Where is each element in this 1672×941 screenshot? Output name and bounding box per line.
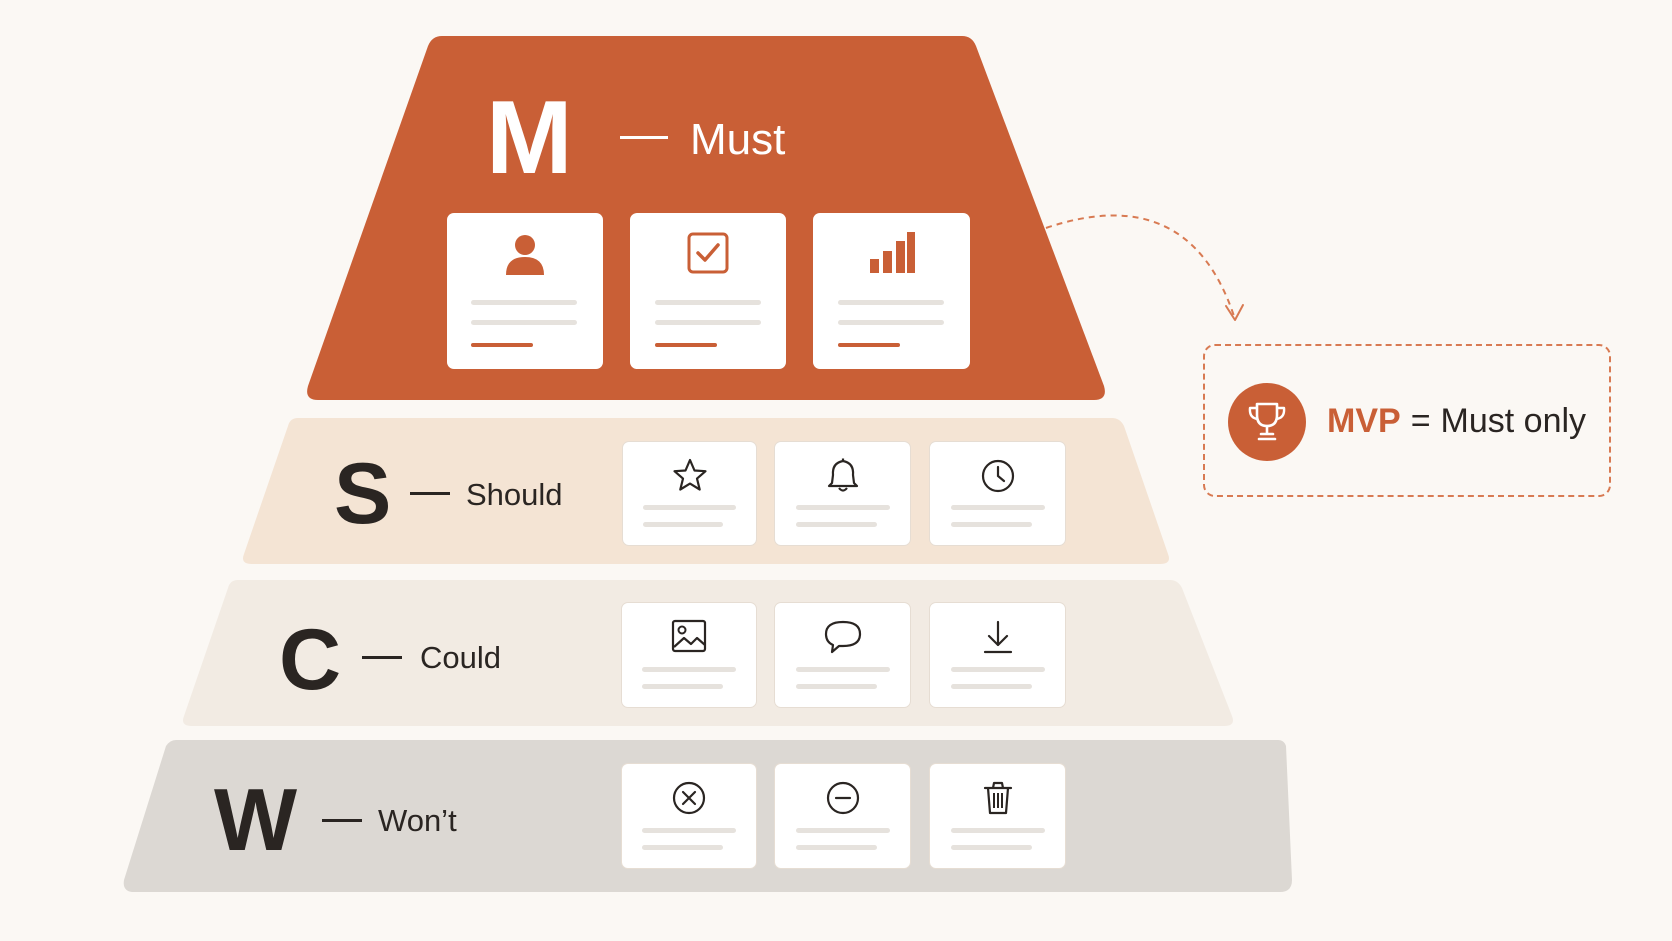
dash	[322, 819, 362, 822]
trash-icon	[983, 781, 1012, 815]
card-line	[471, 320, 577, 325]
card-line	[642, 667, 736, 672]
equals-sign: =	[1410, 402, 1431, 440]
mvp-text: MVP=Must only	[1327, 404, 1586, 438]
dash	[362, 656, 402, 659]
mvp-definition: Must only	[1440, 402, 1587, 440]
card-accent-line	[838, 343, 900, 347]
tier-letter: S	[334, 446, 392, 542]
tier-letter: W	[214, 770, 298, 869]
card-line	[643, 505, 736, 510]
card-line	[471, 300, 577, 305]
trophy-badge	[1228, 383, 1306, 461]
card-line	[796, 684, 877, 689]
card-line	[951, 684, 1032, 689]
card-line	[655, 320, 761, 325]
card-line	[951, 667, 1045, 672]
feature-card	[929, 441, 1066, 546]
image-icon	[671, 619, 707, 653]
clock-icon	[981, 459, 1014, 493]
mvp-callout: MVP=Must only	[1203, 344, 1611, 497]
card-line	[951, 845, 1032, 850]
card-line	[951, 522, 1032, 527]
tier-label: Must	[690, 115, 786, 164]
download-icon	[983, 620, 1012, 654]
feature-card	[621, 763, 757, 869]
feature-card	[622, 441, 757, 546]
bar-chart-icon	[869, 232, 915, 273]
card-line	[655, 300, 761, 305]
star-icon	[672, 458, 707, 491]
mvp-label: MVP	[1327, 402, 1401, 440]
checkbox-icon	[687, 232, 729, 274]
card-line	[642, 845, 723, 850]
bell-icon	[827, 458, 858, 492]
feature-card	[813, 213, 970, 369]
minus-circle-icon	[826, 781, 859, 815]
tier-letter: M	[486, 80, 573, 196]
feature-card	[774, 441, 911, 546]
card-line	[796, 522, 877, 527]
feature-card	[929, 602, 1066, 708]
card-line	[796, 828, 890, 833]
chat-bubble-icon	[824, 620, 861, 654]
feature-card	[929, 763, 1066, 869]
card-line	[951, 828, 1045, 833]
user-icon	[506, 235, 544, 275]
tier-letter: C	[279, 612, 342, 708]
tier-label: Won’t	[378, 803, 457, 838]
card-line	[642, 828, 736, 833]
trophy-icon	[1248, 402, 1286, 441]
feature-card	[447, 213, 603, 369]
card-accent-line	[471, 343, 533, 347]
dash	[620, 136, 668, 139]
card-line	[838, 300, 944, 305]
card-line	[951, 505, 1045, 510]
card-line	[643, 522, 723, 527]
feature-card	[774, 602, 911, 708]
dash	[410, 492, 450, 495]
feature-card	[630, 213, 786, 369]
tier-label: Could	[420, 640, 501, 675]
card-line	[796, 667, 890, 672]
feature-card	[621, 602, 757, 708]
card-accent-line	[655, 343, 717, 347]
card-line	[796, 845, 877, 850]
x-circle-icon	[672, 781, 706, 815]
card-line	[642, 684, 723, 689]
feature-card	[774, 763, 911, 869]
card-line	[838, 320, 944, 325]
tier-label: Should	[466, 477, 563, 512]
card-line	[796, 505, 890, 510]
